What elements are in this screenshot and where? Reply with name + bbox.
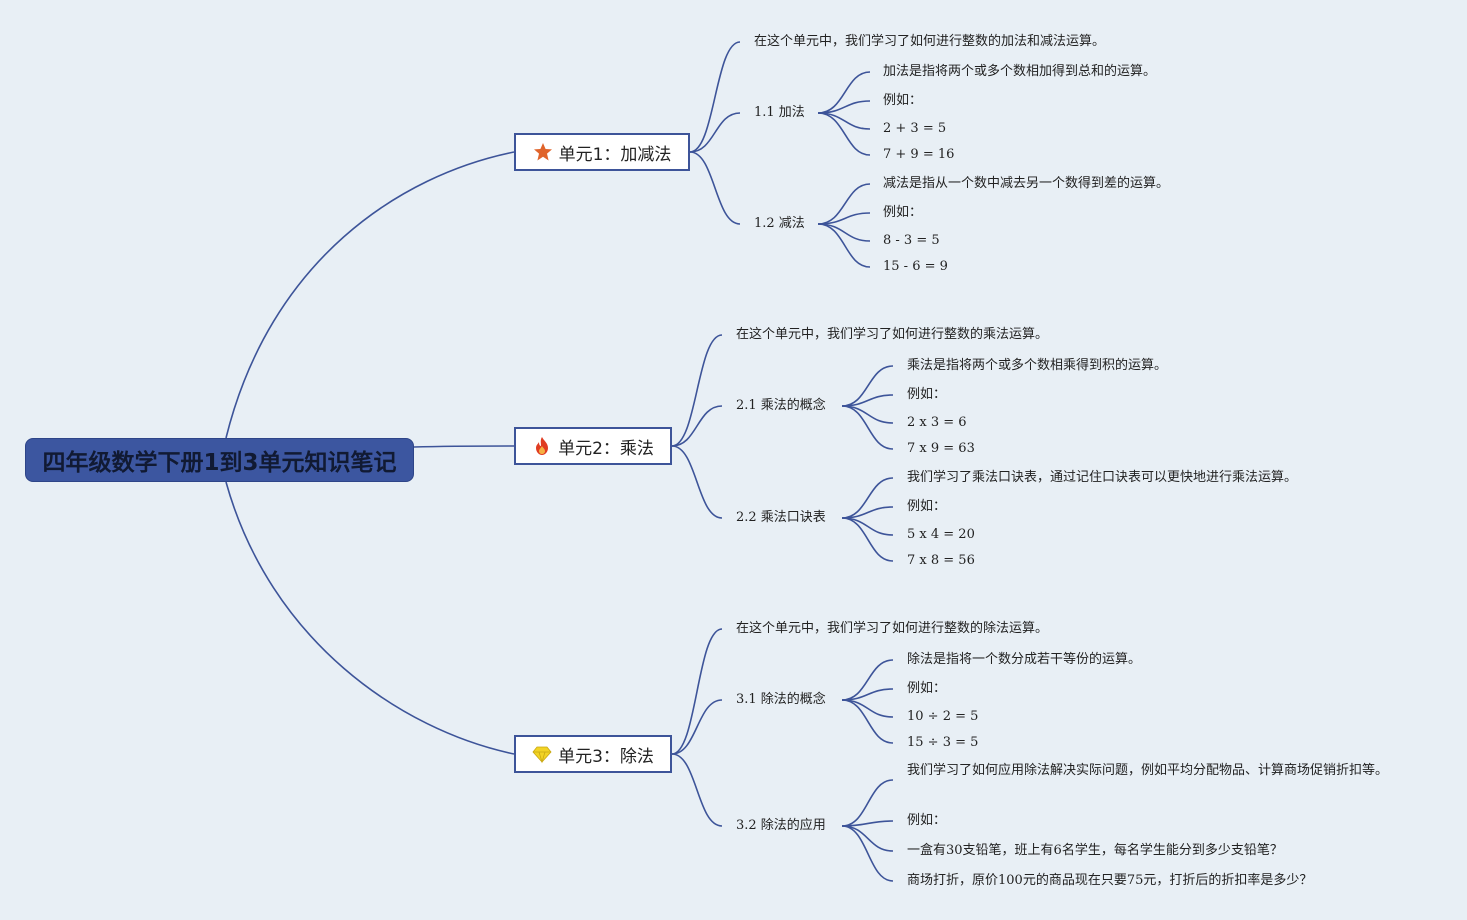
- unit-1-node[interactable]: 单元1：加减法: [514, 133, 690, 171]
- unit-3-title: 单元3：除法: [558, 746, 654, 767]
- section-2-1-item[interactable]: 7 x 9 = 63: [907, 441, 975, 456]
- root-title: 四年级数学下册1到3单元知识笔记: [42, 450, 397, 476]
- section-3-1-item[interactable]: 例如：: [907, 681, 947, 696]
- section-3-2-item[interactable]: 一盒有30支铅笔，班上有6名学生，每名学生能分到多少支铅笔？: [907, 843, 1283, 858]
- section-2-1-item[interactable]: 2 x 3 = 6: [907, 415, 967, 430]
- diamond-icon: [532, 746, 552, 764]
- unit-2-node[interactable]: 单元2：乘法: [514, 427, 672, 465]
- unit-3-node[interactable]: 单元3：除法: [514, 735, 672, 773]
- section-3-2-title[interactable]: 3.2 除法的应用: [736, 818, 826, 833]
- section-2-1-title[interactable]: 2.1 乘法的概念: [736, 398, 826, 413]
- section-3-2-item[interactable]: 我们学习了如何应用除法解决实际问题，例如平均分配物品、计算商场促销折扣等。: [907, 763, 1389, 778]
- section-2-2-item[interactable]: 7 x 8 = 56: [907, 553, 975, 568]
- section-1-2-title[interactable]: 1.2 减法: [754, 216, 805, 231]
- section-1-1-title[interactable]: 1.1 加法: [754, 105, 805, 120]
- section-1-2-item[interactable]: 15 - 6 = 9: [883, 259, 948, 274]
- unit-2-title: 单元2：乘法: [558, 438, 654, 459]
- fire-icon: [536, 437, 549, 455]
- section-3-1-item[interactable]: 10 ÷ 2 = 5: [907, 709, 979, 724]
- section-1-2-item[interactable]: 8 - 3 = 5: [883, 233, 940, 248]
- section-1-2-item[interactable]: 例如：: [883, 205, 923, 220]
- unit-1-title: 单元1：加减法: [558, 144, 672, 165]
- section-1-2-item[interactable]: 减法是指从一个数中减去另一个数得到差的运算。: [883, 176, 1170, 191]
- unit-2-intro[interactable]: 在这个单元中，我们学习了如何进行整数的乘法运算。: [736, 327, 1049, 342]
- section-3-2-item[interactable]: 例如：: [907, 813, 947, 828]
- section-2-2-item[interactable]: 5 x 4 = 20: [907, 527, 975, 542]
- unit-1-intro[interactable]: 在这个单元中，我们学习了如何进行整数的加法和减法运算。: [754, 34, 1106, 49]
- section-3-1-title[interactable]: 3.1 除法的概念: [736, 692, 826, 707]
- section-1-1-item[interactable]: 例如：: [883, 93, 923, 108]
- section-3-1-item[interactable]: 除法是指将一个数分成若干等份的运算。: [907, 652, 1142, 667]
- root-topic[interactable]: 四年级数学下册1到3单元知识笔记: [25, 438, 414, 482]
- section-2-2-item[interactable]: 例如：: [907, 499, 947, 514]
- unit-3-intro[interactable]: 在这个单元中，我们学习了如何进行整数的除法运算。: [736, 621, 1049, 636]
- section-2-1-item[interactable]: 例如：: [907, 387, 947, 402]
- section-3-1-item[interactable]: 15 ÷ 3 = 5: [907, 735, 979, 750]
- section-1-1-item[interactable]: 2 + 3 = 5: [883, 121, 947, 136]
- section-1-1-item[interactable]: 加法是指将两个或多个数相加得到总和的运算。: [883, 64, 1157, 79]
- section-2-2-item[interactable]: 我们学习了乘法口诀表，通过记住口诀表可以更快地进行乘法运算。: [907, 470, 1298, 485]
- star-icon: [533, 143, 552, 161]
- section-1-1-item[interactable]: 7 + 9 = 16: [883, 147, 955, 162]
- section-3-2-item[interactable]: 商场打折，原价100元的商品现在只要75元，打折后的折扣率是多少？: [907, 873, 1313, 888]
- section-2-1-item[interactable]: 乘法是指将两个或多个数相乘得到积的运算。: [907, 358, 1168, 373]
- section-2-2-title[interactable]: 2.2 乘法口诀表: [736, 510, 826, 525]
